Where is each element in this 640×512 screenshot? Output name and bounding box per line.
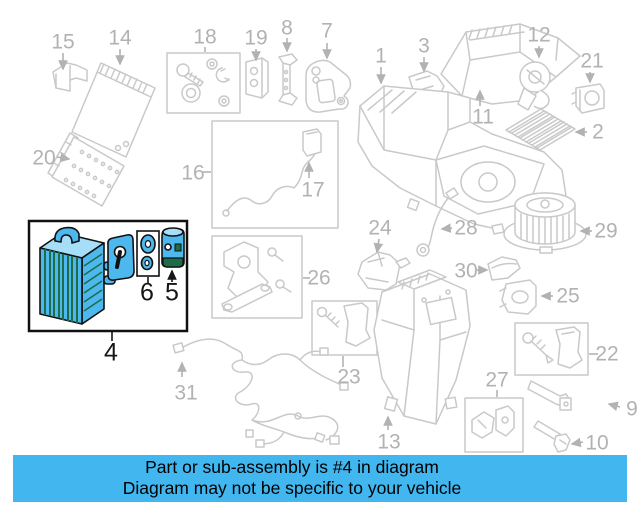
part-9-lever-art [527, 380, 572, 411]
part-23-screw-pad-box-art [311, 300, 378, 356]
part-14-heater-core-art [71, 62, 156, 158]
part-label-30: 30 [454, 259, 478, 283]
o-rings-art [136, 230, 160, 277]
part-label-4: 4 [104, 338, 118, 367]
part-13-lower-housing-art [373, 269, 471, 425]
part-18-hardware-box-art [166, 52, 241, 114]
part-label-17: 17 [301, 178, 325, 202]
part-1-housing-art [357, 85, 567, 233]
part-label-21: 21 [580, 49, 604, 73]
part-19-art [245, 57, 269, 99]
part-26-linkage-box-art [211, 235, 303, 319]
callout-10-arrow [570, 437, 584, 448]
part-16-pipe-box-art [211, 120, 339, 229]
part-label-31: 31 [174, 381, 198, 405]
part-30-art [487, 256, 521, 281]
part-label-28: 28 [454, 216, 478, 240]
pipe-seal-art [107, 234, 135, 281]
part-label-14: 14 [108, 26, 132, 50]
part-label-5: 5 [165, 278, 179, 307]
part-15-art [52, 62, 88, 92]
part-label-16: 16 [181, 161, 205, 185]
part-8-art [278, 53, 298, 106]
part-label-10: 10 [585, 431, 609, 455]
part-label-11: 11 [472, 105, 494, 129]
part-7-gasket-art [305, 59, 352, 113]
banner-note-line1: Part or sub-assembly is #4 in diagram [145, 457, 439, 477]
part-label-7: 7 [321, 19, 333, 43]
part-label-13: 13 [377, 430, 401, 454]
part-10-rod-clip-art [533, 420, 571, 453]
highlighted-assembly-box [27, 219, 189, 341]
part-label-6: 6 [140, 278, 154, 307]
part-25-actuator-art [499, 279, 537, 315]
part-label-27: 27 [485, 368, 509, 392]
callout-28-arrow [440, 223, 453, 233]
part-label-2: 2 [592, 120, 604, 144]
part-label-3: 3 [418, 34, 430, 58]
part-11-duct-art [440, 23, 581, 105]
part-label-18: 18 [193, 25, 217, 49]
part-label-22: 22 [595, 342, 619, 366]
part-label-19: 19 [244, 26, 268, 50]
diagram-note-banner: Part or sub-assembly is #4 in diagram Di… [13, 455, 627, 502]
banner-note-line2: Diagram may not be specific to your vehi… [122, 478, 462, 498]
part-label-12: 12 [527, 23, 551, 47]
part-21-actuator-art [571, 83, 605, 114]
callout-24-arrow [373, 238, 384, 254]
part-27-grommets-box-art [464, 397, 524, 453]
part-label-29: 29 [594, 219, 618, 243]
part-label-23: 23 [337, 365, 361, 389]
part-22-screw-pad-box-art [514, 322, 589, 376]
part-label-9: 9 [626, 397, 638, 421]
part-12-actuator-art [517, 61, 551, 111]
part-label-1: 1 [375, 44, 387, 68]
callout-20-arrow [56, 152, 71, 163]
part-label-24: 24 [368, 216, 392, 240]
part-label-8: 8 [281, 16, 293, 40]
expansion-valve-art [161, 227, 185, 268]
part-label-26: 26 [307, 266, 331, 290]
part-28-hose-art [416, 187, 459, 257]
part-31-harness-art [172, 338, 349, 448]
part-label-25: 25 [556, 284, 580, 308]
part-label-20: 20 [32, 146, 56, 170]
callout-9-arrow [607, 401, 621, 411]
part-label-15: 15 [51, 30, 75, 54]
part-29-blower-motor-art [491, 192, 587, 254]
callout-arrows [56, 38, 621, 448]
